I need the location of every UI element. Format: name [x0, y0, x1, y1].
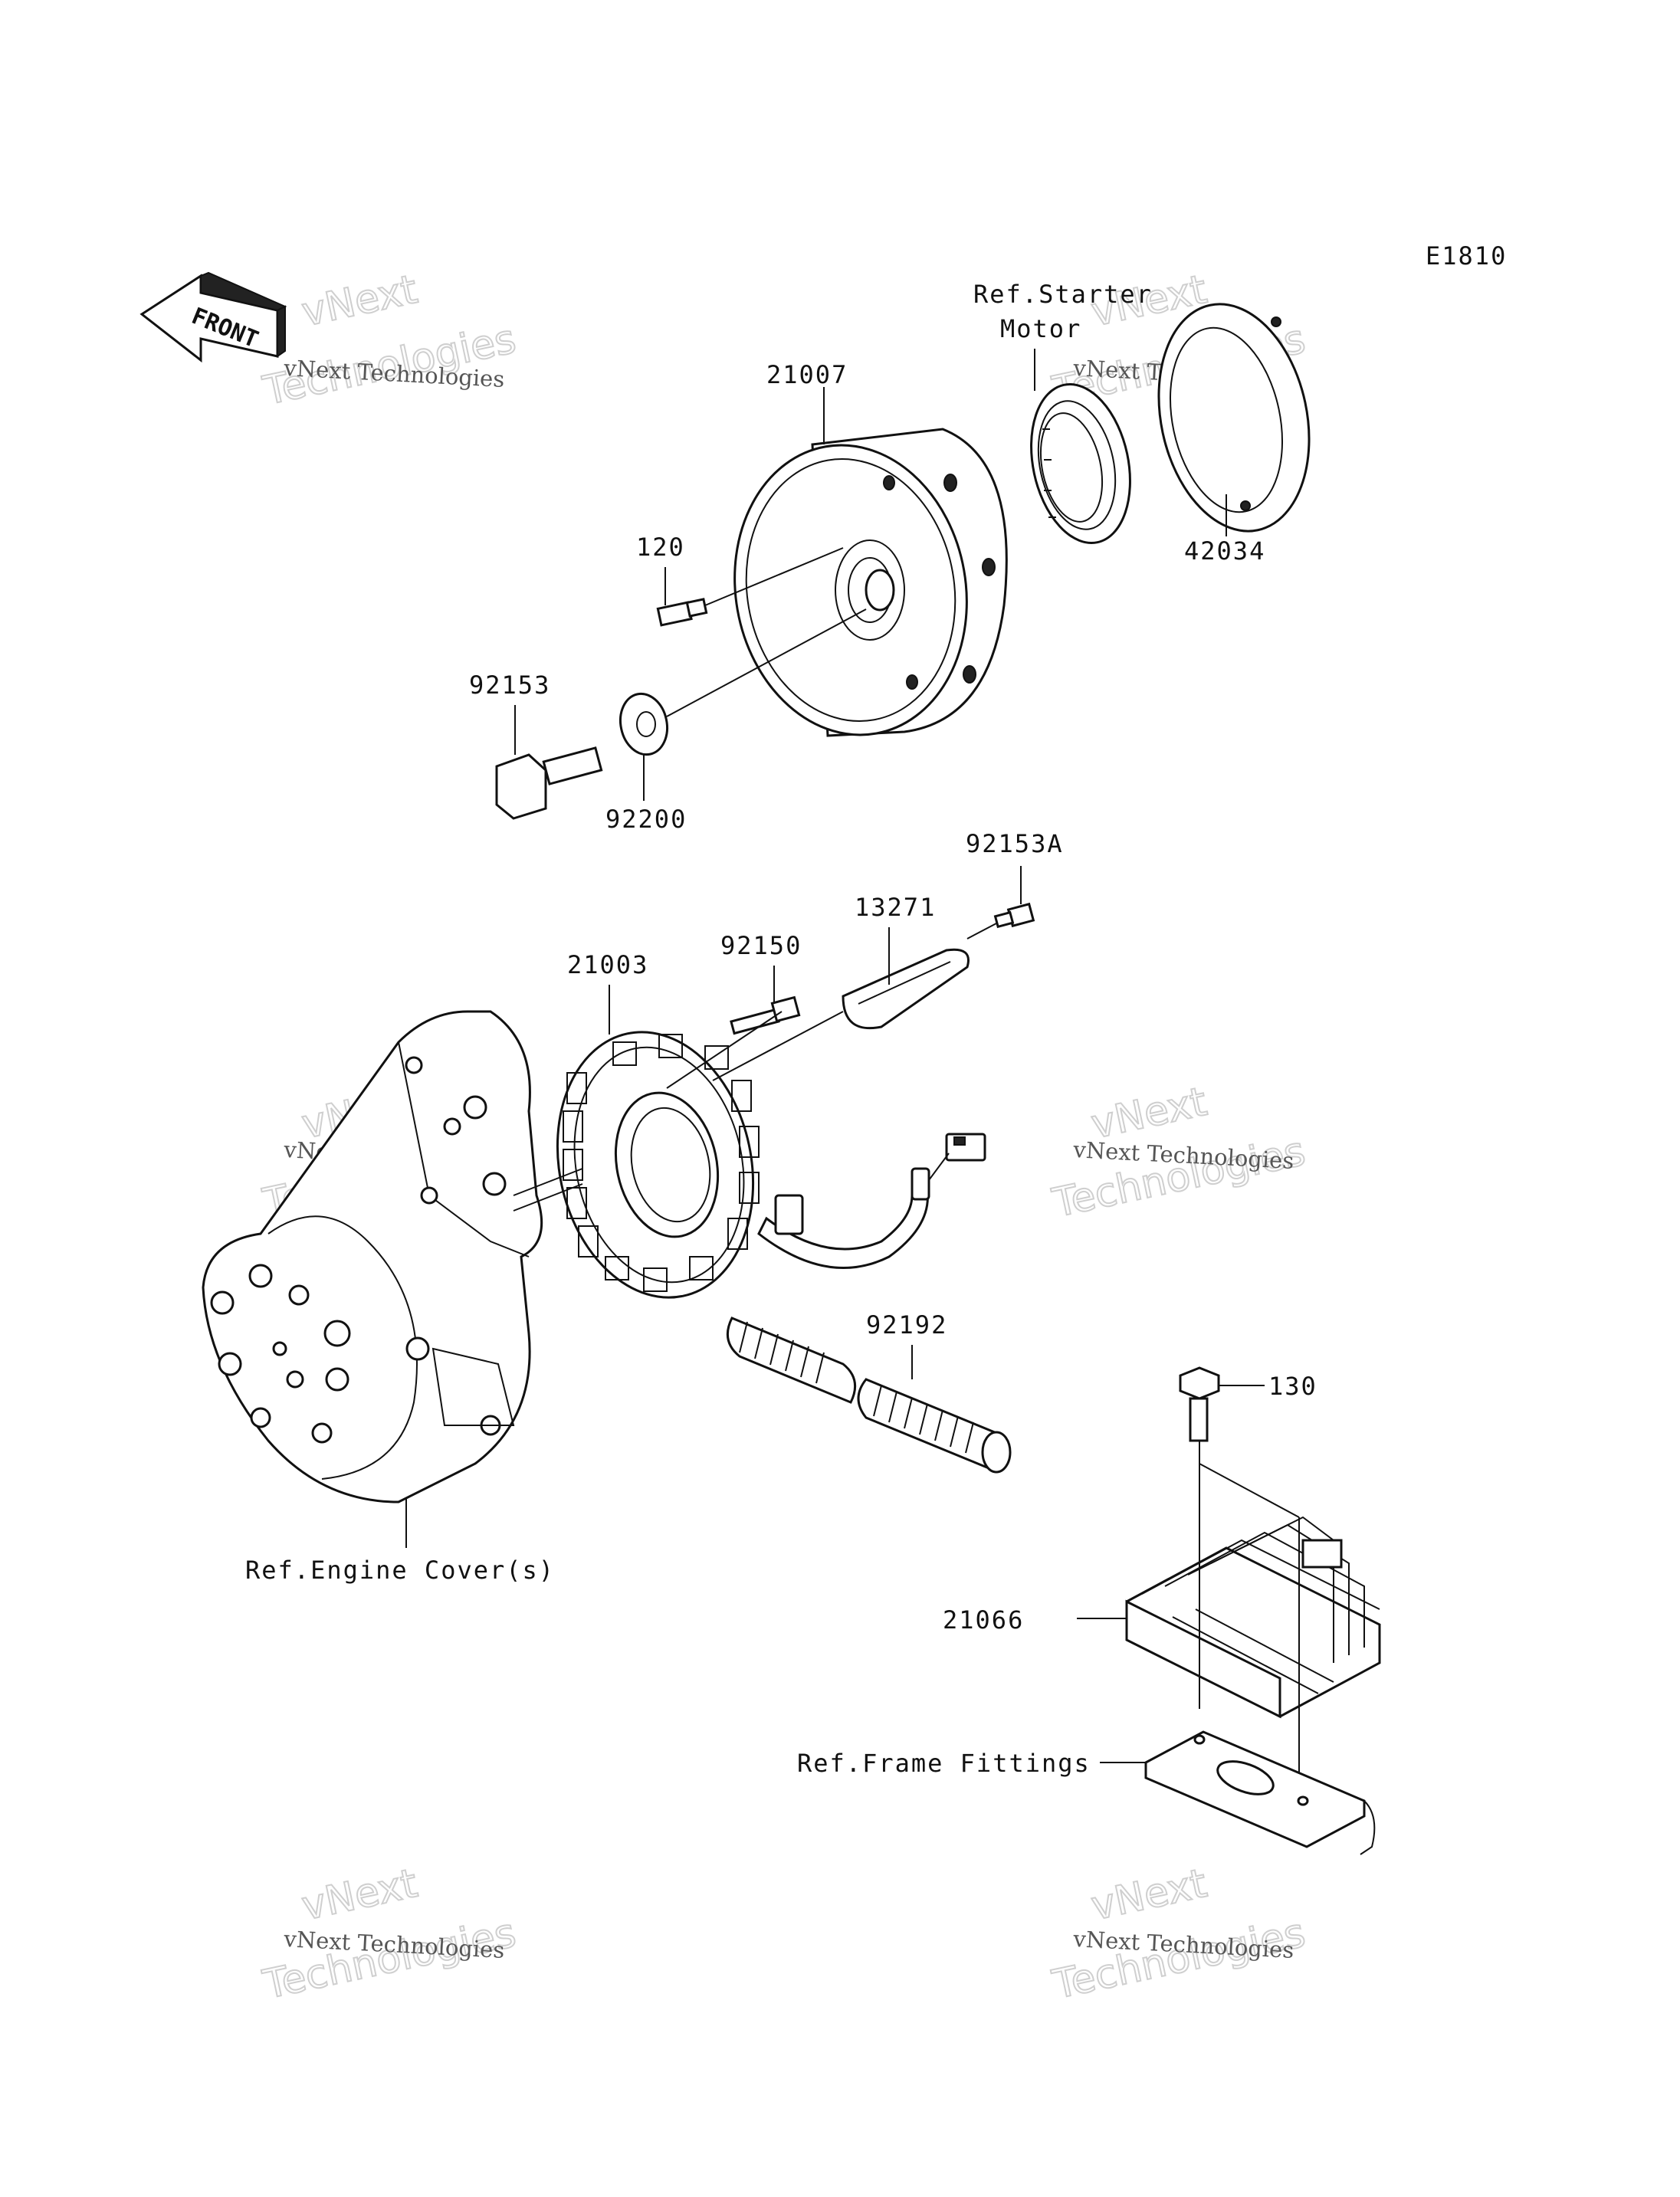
ref-starter-line1: Ref.Starter [973, 280, 1153, 309]
part-label-92153a: 92153A [966, 829, 1064, 858]
part-label-120: 120 [636, 533, 685, 562]
clutch-ring-part [1157, 303, 1311, 533]
stator-harness-part [757, 1133, 986, 1270]
flywheel-part [733, 428, 1008, 737]
front-arrow-icon: FRONT [139, 271, 287, 363]
frame-fitting-bracket-part [1144, 1730, 1376, 1855]
bolt-92153a-part [993, 902, 1035, 929]
engine-cover-part [202, 1010, 543, 1503]
part-label-13271: 13271 [855, 893, 936, 922]
part-label-92200: 92200 [605, 805, 687, 834]
ref-frame-fittings: Ref.Frame Fittings [797, 1749, 1091, 1778]
washer-part [619, 692, 669, 756]
part-label-42034: 42034 [1184, 536, 1265, 566]
ref-engine-cover: Ref.Engine Cover(s) [245, 1556, 555, 1585]
part-label-92192: 92192 [866, 1310, 947, 1340]
part-label-130: 130 [1268, 1372, 1317, 1401]
part-label-92153: 92153 [469, 671, 550, 700]
part-label-21003: 21003 [567, 950, 648, 979]
stator-part [556, 1031, 760, 1299]
part-label-92150: 92150 [720, 931, 802, 960]
bolt-120-part [656, 598, 708, 627]
tube-92192-part [726, 1317, 1012, 1474]
plate-13271-part [842, 948, 970, 1030]
diagram-code: E1810 [1426, 241, 1507, 271]
regulator-part [1125, 1516, 1381, 1719]
bolt-92150-part [730, 995, 801, 1035]
svg-text:vNext: vNext [298, 1861, 422, 1930]
bolt-130-part [1179, 1366, 1220, 1442]
ref-starter-line2: Motor [1000, 314, 1081, 343]
starter-clutch-part [1030, 382, 1131, 545]
part-label-21007: 21007 [766, 360, 848, 389]
flange-bolt-part [495, 746, 603, 820]
svg-text:vNext: vNext [1088, 1861, 1211, 1930]
part-label-21066: 21066 [943, 1605, 1024, 1635]
svg-text:vNext: vNext [298, 267, 422, 336]
